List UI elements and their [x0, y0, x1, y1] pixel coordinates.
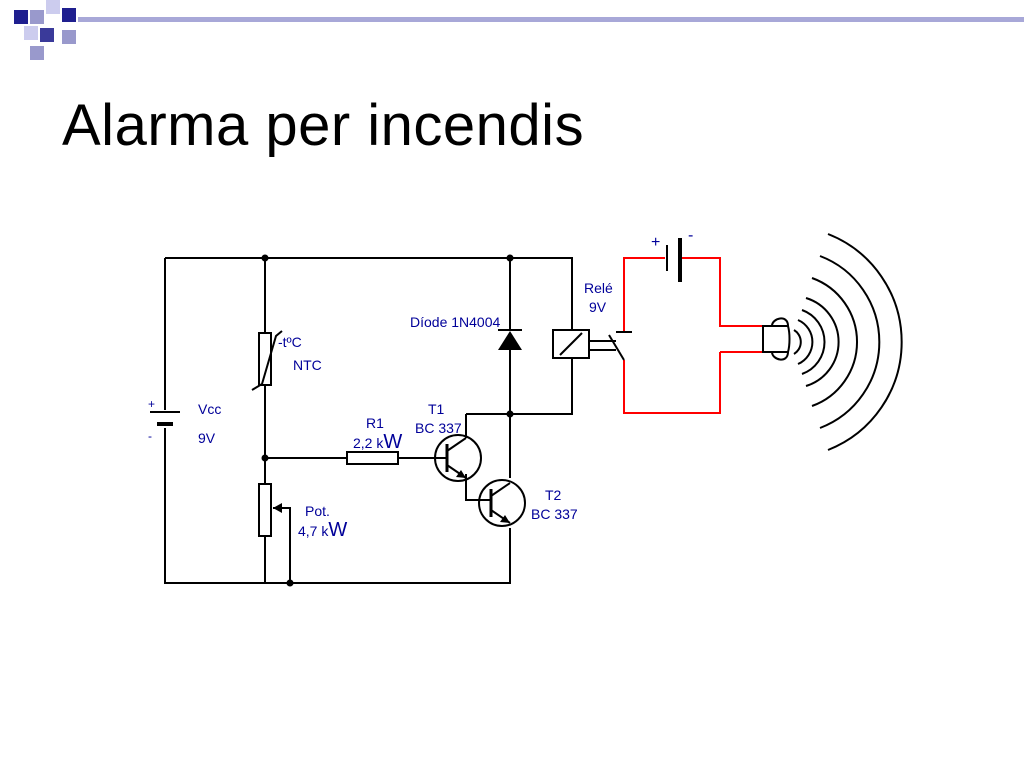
alarm-battery-minus: -: [688, 227, 693, 244]
header-square-light: [24, 26, 38, 40]
junction-dot: [261, 454, 269, 462]
transistor-t1: [434, 414, 482, 482]
ohm-symbol: W: [383, 431, 402, 453]
potentiometer: [258, 483, 282, 537]
battery-plus-sign: +: [148, 397, 155, 411]
battery-minus-sign: -: [148, 429, 152, 443]
bell-speaker-icon: [762, 317, 791, 361]
alarm-circuit-wires: [623, 257, 763, 414]
header-square-dark: [40, 28, 54, 42]
header-square-dark: [62, 8, 76, 22]
transistor-t2: [478, 479, 526, 527]
junction-dot: [261, 254, 269, 262]
pot-value-label: 4,7 kW: [298, 519, 347, 541]
junction-dot: [286, 579, 294, 587]
alarm-battery: [666, 238, 682, 282]
relay-voltage-label: 9V: [589, 299, 607, 315]
header-bar: [78, 17, 1024, 22]
t1-name-label: T1: [428, 401, 445, 417]
slide-header-decoration: [14, 0, 1024, 60]
header-square-light: [30, 10, 44, 24]
alarm-battery-plus: +: [651, 234, 660, 251]
sound-wave-arcs: [793, 233, 903, 451]
relay-coil: [552, 329, 616, 359]
junction-dot: [506, 254, 514, 262]
pot-name-label: Pot.: [305, 503, 330, 519]
relay-switch: [608, 331, 632, 361]
battery-voltage-label: 9V: [198, 430, 216, 446]
r1-value-label: 2,2 kW: [353, 431, 402, 453]
header-square-light: [46, 0, 60, 14]
slide-title: Alarma per incendis: [62, 93, 585, 158]
ntc-symbol-label: -tºC: [278, 334, 302, 350]
t2-model-label: BC 337: [531, 506, 578, 522]
junction-dots: [261, 254, 514, 587]
battery-name-label: Vcc: [198, 401, 221, 417]
ntc-name-label: NTC: [293, 357, 322, 373]
diode-label: Díode 1N4004: [410, 314, 501, 330]
diode-1n4004: [498, 329, 522, 350]
junction-dot: [506, 410, 514, 418]
relay-name-label: Relé: [584, 280, 613, 296]
header-square-light: [30, 46, 44, 60]
battery-vcc: [150, 410, 180, 428]
resistor-r1: [346, 451, 399, 465]
ohm-symbol: W: [328, 519, 347, 541]
r1-name-label: R1: [366, 415, 384, 431]
header-square-light: [62, 30, 76, 44]
ntc-thermistor: [251, 330, 283, 391]
t2-name-label: T2: [545, 487, 562, 503]
header-square-dark: [14, 10, 28, 24]
t1-model-label: BC 337: [415, 420, 462, 436]
